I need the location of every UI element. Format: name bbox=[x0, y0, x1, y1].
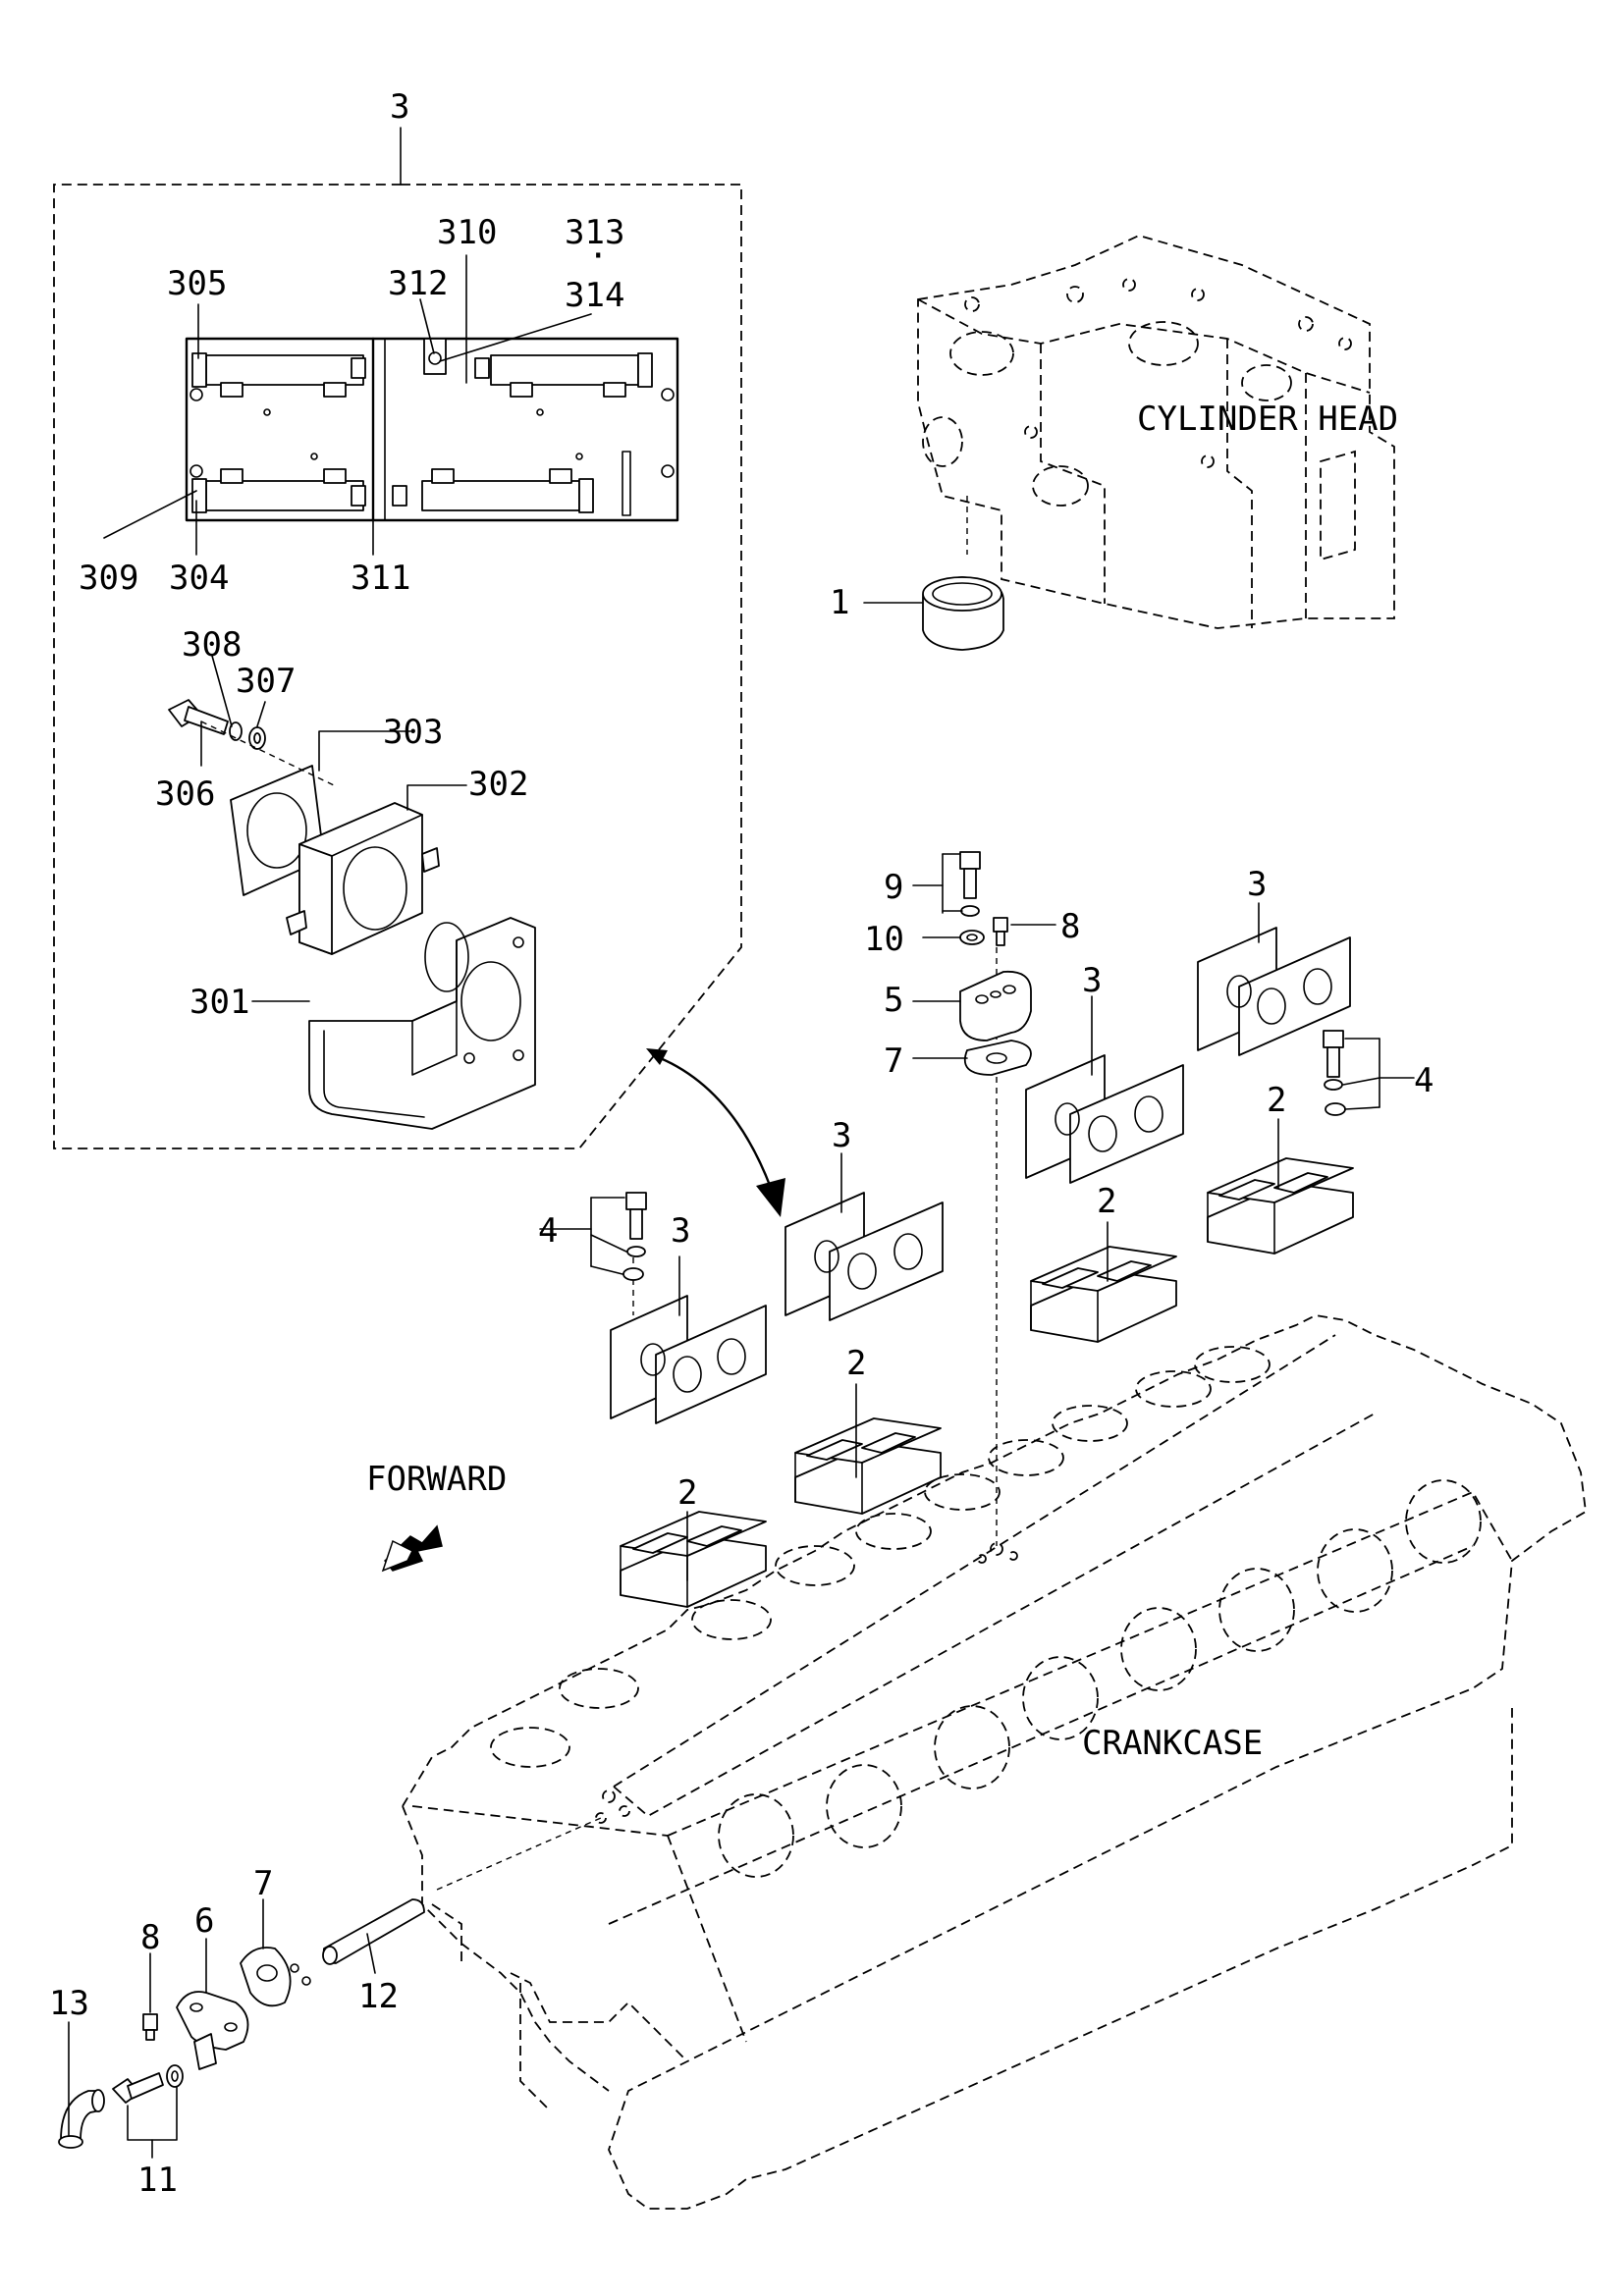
label-13: 13 bbox=[49, 1984, 89, 2023]
bolt-set-4-right bbox=[1323, 1030, 1415, 1116]
part-1-sleeve bbox=[863, 576, 1004, 651]
label-5: 5 bbox=[884, 981, 903, 1020]
label-12: 12 bbox=[358, 1977, 399, 2016]
label-313: 313 bbox=[565, 213, 624, 252]
bolt-set-4-left bbox=[539, 1192, 647, 1281]
label-313-dot: · bbox=[588, 237, 608, 276]
label-cylinder-head: CYLINDER HEAD bbox=[1137, 400, 1398, 439]
flange-5 bbox=[912, 970, 1032, 1041]
label-2-a: 2 bbox=[677, 1473, 697, 1513]
label-301: 301 bbox=[189, 983, 249, 1022]
label-3-top: 3 bbox=[390, 87, 409, 127]
label-302: 302 bbox=[468, 765, 528, 804]
label-4-right: 4 bbox=[1414, 1061, 1434, 1100]
spacer-2-d bbox=[1207, 1157, 1354, 1255]
label-2-d: 2 bbox=[1267, 1081, 1286, 1120]
label-6: 6 bbox=[194, 1901, 214, 1941]
label-crankcase: CRANKCASE bbox=[1082, 1724, 1263, 1763]
label-307: 307 bbox=[236, 662, 296, 701]
assembly-3-top-view bbox=[185, 337, 679, 522]
label-303: 303 bbox=[383, 713, 443, 752]
gasket-7-lower bbox=[240, 1898, 311, 2007]
plug-8-lower bbox=[142, 1952, 158, 2041]
label-305: 305 bbox=[167, 264, 227, 303]
label-8-right: 8 bbox=[1060, 907, 1080, 946]
curved-arrow-icon bbox=[646, 1048, 785, 1217]
label-10: 10 bbox=[864, 920, 904, 959]
plug-8 bbox=[993, 917, 1056, 946]
bolt-306 bbox=[168, 699, 229, 735]
labels: CYLINDER HEAD CRANKCASE FORWARD 3 305 31… bbox=[49, 87, 1434, 2200]
pipe-12 bbox=[322, 1898, 425, 1974]
label-308: 308 bbox=[182, 625, 242, 665]
bolt-set-9-10 bbox=[912, 851, 985, 945]
label-7-right: 7 bbox=[884, 1041, 903, 1081]
label-7-lower: 7 bbox=[253, 1864, 273, 1903]
bracket-3-b bbox=[784, 1192, 944, 1321]
gasket-7 bbox=[912, 1040, 1032, 1076]
label-3-d: 3 bbox=[1247, 865, 1267, 904]
label-314: 314 bbox=[565, 276, 624, 315]
label-1: 1 bbox=[830, 583, 849, 622]
label-311: 311 bbox=[351, 559, 410, 598]
label-309: 309 bbox=[79, 559, 138, 598]
label-3-c: 3 bbox=[1082, 961, 1102, 1000]
label-8-lower: 8 bbox=[140, 1918, 160, 1957]
bracket-301 bbox=[308, 917, 536, 1130]
spacer-2-b bbox=[794, 1417, 942, 1515]
cylinder-head bbox=[917, 235, 1395, 629]
spacer-2-c bbox=[1030, 1246, 1177, 1343]
label-11: 11 bbox=[137, 2161, 178, 2200]
elbow-13 bbox=[58, 2021, 105, 2149]
label-2-c: 2 bbox=[1097, 1182, 1116, 1221]
label-9: 9 bbox=[884, 868, 903, 907]
leaders-exploded bbox=[200, 655, 467, 1002]
bracket-3-c bbox=[1025, 1054, 1184, 1184]
flange-6 bbox=[176, 1938, 249, 2070]
flange-302 bbox=[286, 802, 440, 955]
label-304: 304 bbox=[169, 559, 229, 598]
spacer-2-a bbox=[620, 1511, 767, 1608]
exploded-parts-301-308 bbox=[168, 699, 536, 1130]
bolt-set-11 bbox=[112, 2064, 184, 2159]
label-312: 312 bbox=[388, 264, 448, 303]
label-3-a: 3 bbox=[671, 1211, 690, 1251]
label-2-b: 2 bbox=[846, 1344, 866, 1383]
label-forward: FORWARD bbox=[366, 1460, 507, 1499]
crankcase bbox=[402, 1314, 1587, 2210]
label-310: 310 bbox=[437, 213, 497, 252]
leaders-2-3 bbox=[678, 902, 1279, 1581]
forward-arrow-icon bbox=[381, 1524, 443, 1573]
detail-box-assembly-3 bbox=[53, 127, 742, 1149]
label-3-b: 3 bbox=[832, 1116, 851, 1155]
leaders-top-view bbox=[103, 254, 592, 556]
label-4-left: 4 bbox=[538, 1211, 558, 1251]
bracket-3-d bbox=[1197, 927, 1351, 1056]
label-306: 306 bbox=[155, 774, 215, 814]
bracket-3-a bbox=[610, 1295, 767, 1424]
